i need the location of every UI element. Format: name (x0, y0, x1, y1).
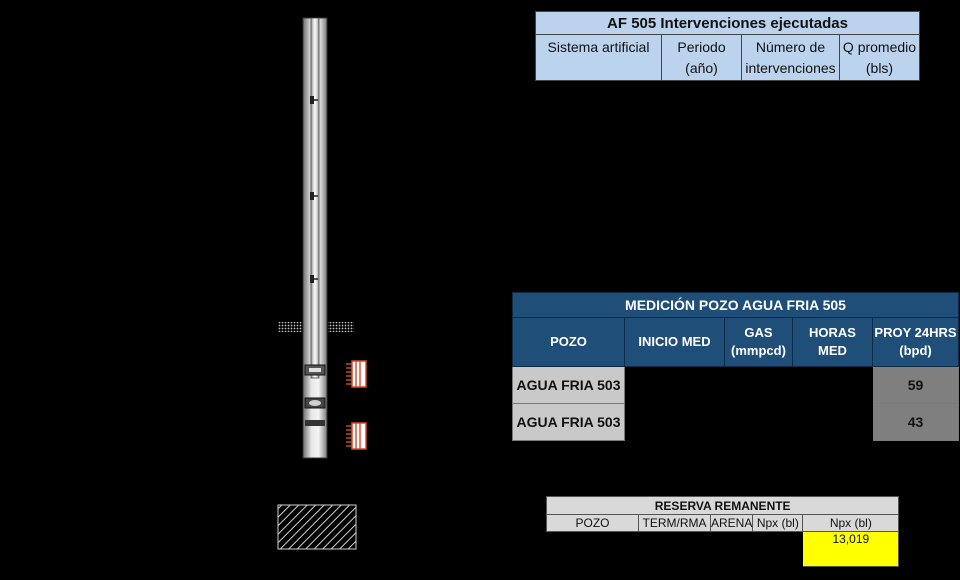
interventions-title: AF 505 Intervenciones ejecutadas (535, 11, 920, 35)
col-q-promedio: Q promedio (bls) (839, 34, 920, 81)
bottom-packer (304, 397, 326, 426)
col-gas: GAS (mmpcd) (724, 317, 793, 367)
gas-lift-valve-2 (310, 192, 318, 200)
col-horas-med: HORAS MED (792, 317, 873, 367)
col-numero-intervenciones: Número de intervenciones (741, 34, 840, 81)
row-proy: 43 (872, 403, 959, 441)
perforations-upper (346, 360, 367, 388)
measurement-title: MEDICIÓN POZO AGUA FRIA 505 (512, 292, 959, 318)
table-row: AGUA FRIA 503 59 (512, 366, 959, 404)
table-row: 13,019 (546, 531, 900, 567)
packer (304, 364, 326, 376)
row-inicio (624, 366, 725, 404)
bottom-plug (277, 504, 357, 550)
row-horas (792, 403, 873, 441)
row-proy: 59 (872, 366, 959, 404)
col-proy-24hrs: PROY 24HRS (bpd) (872, 317, 959, 367)
interventions-table: AF 505 Intervenciones ejecutadas Sistema… (535, 11, 920, 81)
blank-cell (752, 531, 804, 567)
table-row: AGUA FRIA 503 43 (512, 403, 959, 441)
reserve-title: RESERVA REMANENTE (545, 496, 900, 515)
col-pozo: POZO (546, 514, 639, 532)
row-gas (724, 366, 793, 404)
blank-cell (709, 531, 754, 567)
gas-lift-valve-1 (310, 96, 318, 104)
row-pozo: AGUA FRIA 503 (512, 403, 625, 441)
col-periodo: Periodo (año) (661, 34, 742, 81)
row-inicio (624, 403, 725, 441)
col-sistema-artificial: Sistema artificial (535, 34, 662, 81)
col-npx-total: Npx (bl) (802, 514, 900, 532)
col-arena: ARENA (709, 514, 754, 532)
blank-cell (546, 531, 639, 567)
col-inicio-med: INICIO MED (624, 317, 725, 367)
reserve-table: RESERVA REMANENTE POZO TERM/RMA ARENA Np… (545, 496, 900, 567)
col-term-rma: TERM/RMA (638, 514, 711, 532)
measurement-table: MEDICIÓN POZO AGUA FRIA 505 POZO INICIO … (512, 292, 959, 441)
formation-mark-right (328, 322, 354, 332)
col-pozo: POZO (512, 317, 625, 367)
npx-value: 13,019 (802, 531, 900, 567)
blank-cell (638, 531, 711, 567)
formation-mark-left (278, 322, 302, 332)
row-pozo: AGUA FRIA 503 (512, 366, 625, 404)
gas-lift-valve-3 (310, 275, 318, 283)
perforations-lower (346, 422, 367, 450)
row-gas (724, 403, 793, 441)
well-diagram (277, 17, 367, 550)
row-horas (792, 366, 873, 404)
col-npx: Npx (bl) (752, 514, 804, 532)
